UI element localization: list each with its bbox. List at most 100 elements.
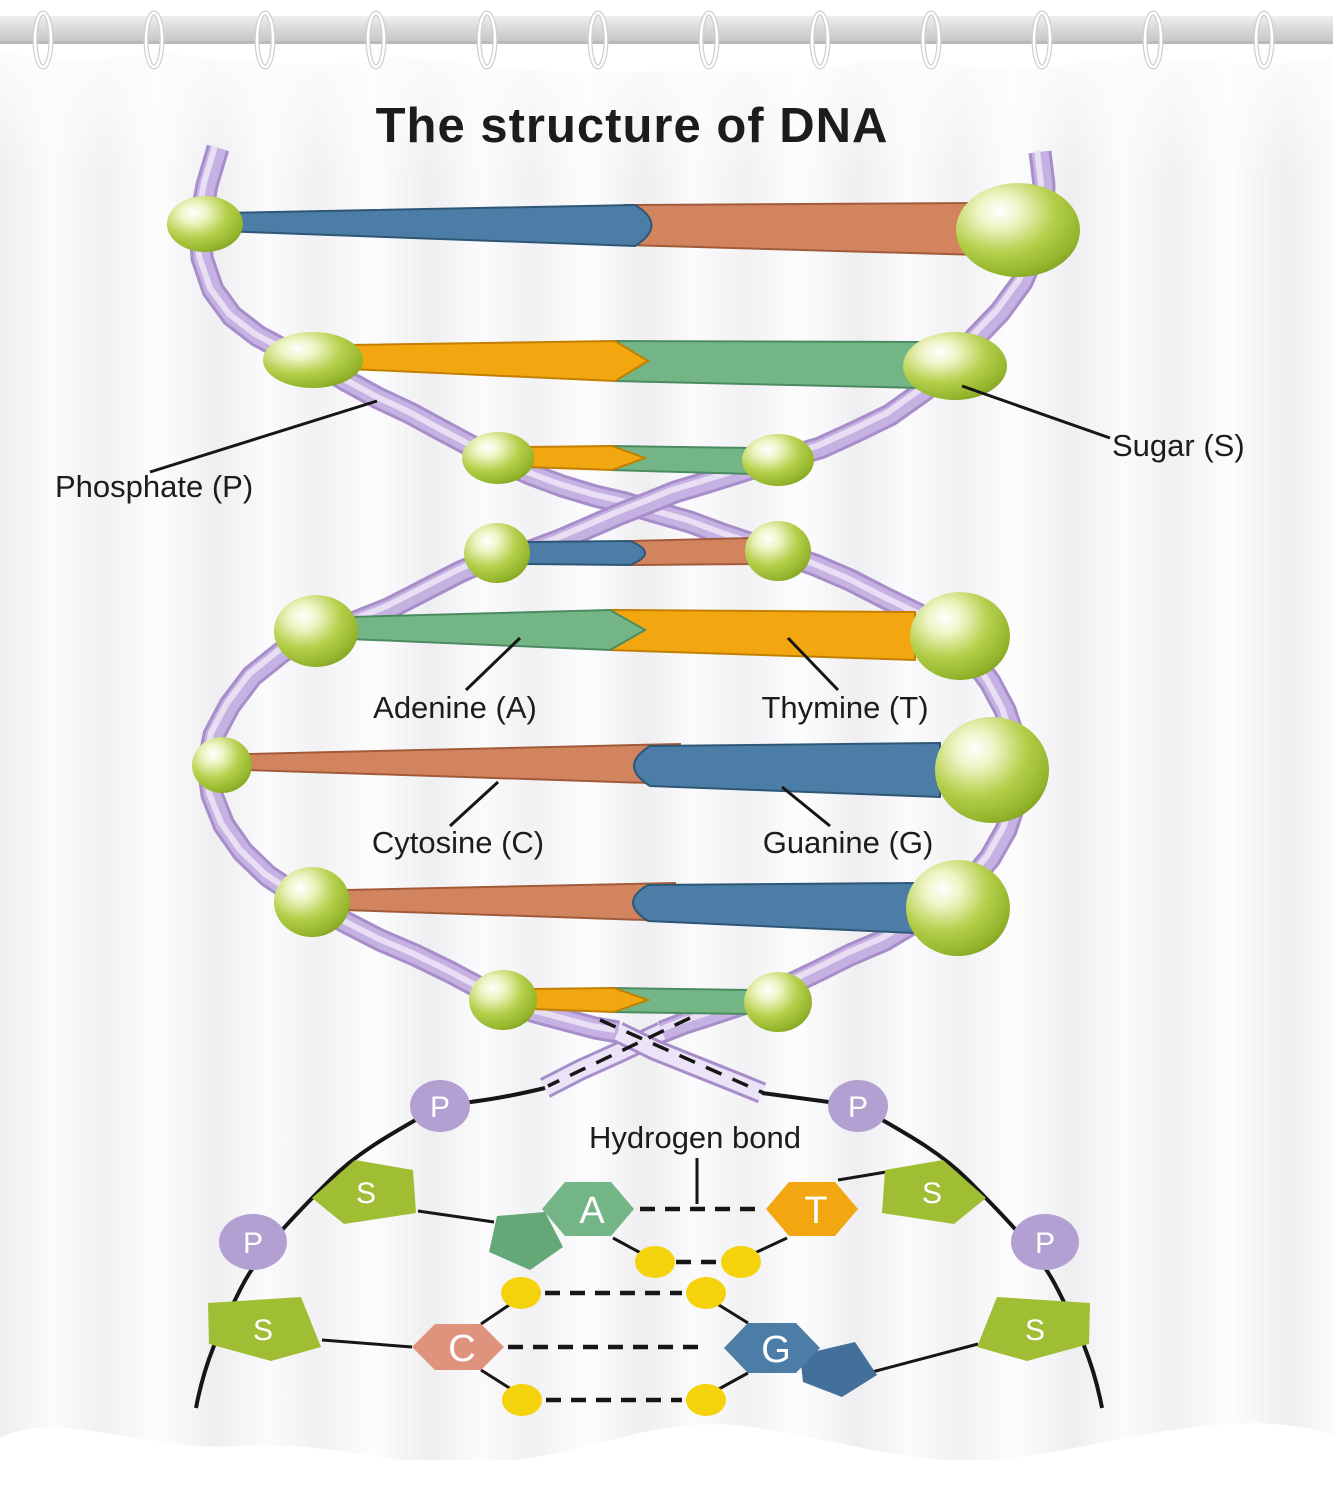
curtain-rod — [0, 16, 1333, 44]
guanine-letter: G — [761, 1329, 791, 1371]
hydrogen-atom — [686, 1277, 726, 1309]
guanine-node: G — [724, 1323, 877, 1397]
label-hydrogen-bond: Hydrogen bond — [589, 1120, 801, 1155]
phosphate-letter: P — [243, 1227, 263, 1260]
base-pair-rungs — [219, 201, 981, 1016]
leader-line-thymine — [786, 636, 840, 692]
sugar-sphere — [263, 332, 363, 388]
sugar-sphere — [903, 332, 1007, 400]
curtain-hook — [698, 10, 720, 70]
curtain-hook — [1142, 10, 1164, 70]
hydrogen-atom — [686, 1384, 726, 1416]
sugar-sphere — [956, 183, 1080, 277]
label-thymine: Thymine (T) — [761, 690, 928, 725]
curtain-top-edge — [0, 44, 1333, 73]
page-title: The structure of DNA — [376, 99, 889, 153]
sugar-sphere — [167, 196, 243, 252]
hydrogen-bond-lines — [508, 1206, 760, 1403]
adenine-letter: A — [579, 1190, 605, 1232]
base-pair-rung-6 — [247, 741, 941, 799]
rung-right-thymine — [609, 608, 916, 662]
bond-connectors — [321, 1170, 979, 1398]
curtain-hook — [1253, 10, 1275, 70]
rung-left-guanine — [526, 539, 646, 567]
hydrogen-atom — [635, 1246, 675, 1278]
curtain-hook — [254, 10, 276, 70]
curtain-hook — [920, 10, 942, 70]
base-pair-rung-8 — [531, 986, 751, 1016]
leader-line-cytosine — [448, 780, 500, 828]
hydrogen-atom — [721, 1246, 761, 1278]
label-phosphate: Phosphate (P) — [55, 469, 253, 504]
sugar-node: S — [208, 1297, 321, 1361]
thymine-letter: T — [804, 1190, 827, 1232]
phosphate-node: P — [1011, 1214, 1079, 1270]
phosphate-node: P — [828, 1080, 888, 1132]
strand-cut-ends — [539, 1016, 767, 1104]
sugar-sphere — [274, 595, 358, 667]
cytosine-letter: C — [448, 1328, 475, 1370]
rung-right-adenine — [614, 339, 921, 390]
diagram-labels: Phosphate (P) Sugar (S) Adenine (A) Thym… — [55, 384, 1245, 1204]
base-pair-rung-7 — [344, 881, 916, 935]
base-pair-rung-5 — [349, 608, 916, 662]
curtain-hook — [809, 10, 831, 70]
base-pair-rung-2 — [349, 339, 921, 390]
label-guanine: Guanine (G) — [763, 825, 934, 860]
sugar-sphere — [906, 860, 1010, 956]
phosphate-letter: P — [430, 1091, 450, 1124]
adenine-node: A — [489, 1182, 634, 1270]
sugar-letter: S — [1025, 1314, 1045, 1347]
base-pair-rung-4 — [526, 536, 753, 567]
sugar-sphere — [744, 972, 812, 1032]
phosphate-letter: P — [1035, 1227, 1055, 1260]
label-cytosine: Cytosine (C) — [372, 825, 544, 860]
label-sugar: Sugar (S) — [1112, 428, 1245, 463]
rung-right-cytosine — [624, 201, 981, 257]
cut-mark-left — [547, 1016, 691, 1088]
base-pair-rung-1 — [219, 201, 981, 257]
thymine-node: T — [766, 1182, 858, 1236]
rung-right-guanine — [633, 741, 941, 799]
phosphate-letter: P — [848, 1091, 868, 1124]
curtain-hook — [476, 10, 498, 70]
leader-line-adenine — [464, 636, 522, 692]
rung-left-thymine — [349, 339, 650, 383]
sugar-spheres — [167, 183, 1080, 1032]
rung-left-cytosine — [247, 742, 681, 786]
curtain-hook — [1031, 10, 1053, 70]
base-pair-rung-3 — [527, 444, 753, 476]
cut-mark-right — [599, 1018, 767, 1096]
sugar-sphere — [910, 592, 1010, 680]
hydrogen-atom — [502, 1384, 542, 1416]
sugar-sphere — [935, 717, 1049, 823]
sugar-letter: S — [356, 1177, 376, 1210]
sugar-letter: S — [253, 1314, 273, 1347]
sugar-node: S — [882, 1160, 986, 1224]
rung-right-guanine — [632, 881, 916, 935]
leader-line-guanine — [781, 785, 831, 828]
cytosine-node: C — [412, 1324, 504, 1370]
curtain-hooks — [32, 10, 1275, 70]
sugar-sphere — [469, 970, 537, 1030]
phosphate-node: P — [219, 1214, 287, 1270]
rung-left-guanine — [219, 203, 653, 248]
sugar-letter: S — [922, 1177, 942, 1210]
sugar-sphere — [742, 434, 814, 486]
sugar-sphere — [192, 737, 252, 793]
curtain-rod-shadow — [0, 41, 1333, 44]
label-adenine: Adenine (A) — [373, 690, 537, 725]
hydrogen-atoms — [501, 1246, 761, 1416]
phosphate-node: P — [410, 1080, 470, 1132]
curtain-hook — [143, 10, 165, 70]
leader-line-sugar — [961, 384, 1111, 440]
leader-line-phosphate — [149, 399, 378, 474]
sugar-node: S — [312, 1160, 416, 1224]
rung-left-adenine — [349, 608, 648, 652]
curtain-hook — [587, 10, 609, 70]
curtain-hook — [365, 10, 387, 70]
curtain-hook — [32, 10, 54, 70]
sugar-sphere — [464, 523, 530, 583]
